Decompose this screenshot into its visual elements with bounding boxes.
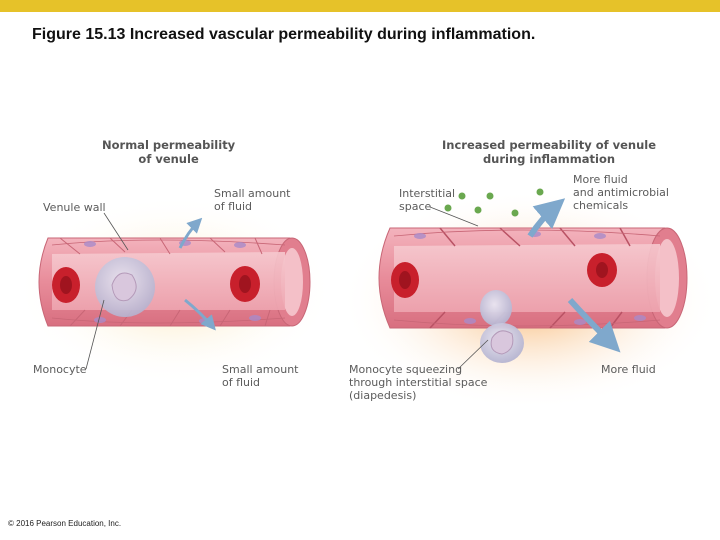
red-blood-cell	[391, 262, 419, 298]
red-blood-cell	[230, 266, 260, 302]
fluid-arrow-down	[184, 298, 216, 331]
more-fluid-chemicals-label: More fluid and antimicrobial chemicals	[573, 173, 669, 212]
figure-title: Figure 15.13 Increased vascular permeabi…	[32, 26, 536, 43]
normal-venule	[15, 195, 335, 385]
monocyte	[95, 257, 155, 317]
monocyte-label: Monocyte	[33, 363, 87, 376]
small-fluid-top-label: Small amount of fluid	[214, 187, 291, 213]
red-blood-cell	[52, 267, 80, 303]
venule-wall-label: Venule wall	[43, 201, 106, 214]
left-panel-heading: Normal permeability of venule	[102, 138, 236, 166]
antimicrobial-chemical-dots	[444, 188, 544, 217]
inflamed-venule	[340, 188, 720, 410]
squeezing-monocyte	[480, 290, 524, 363]
leader-lines	[85, 206, 489, 370]
fluid-arrow-up	[178, 217, 203, 249]
fluid-arrow-up	[527, 198, 566, 238]
copyright-notice: © 2016 Pearson Education, Inc.	[8, 519, 122, 528]
more-fluid-label: More fluid	[601, 363, 656, 376]
small-fluid-bottom-label: Small amount of fluid	[222, 363, 299, 389]
monocyte-squeezing-label: Monocyte squeezing through interstitial …	[349, 363, 488, 402]
interstitial-space-label: Interstitial space	[399, 187, 456, 213]
right-panel-heading: Increased permeability of venule during …	[442, 138, 657, 166]
red-blood-cell	[587, 253, 617, 287]
top-accent-bar	[0, 0, 720, 12]
fluid-arrow-down	[567, 297, 621, 353]
